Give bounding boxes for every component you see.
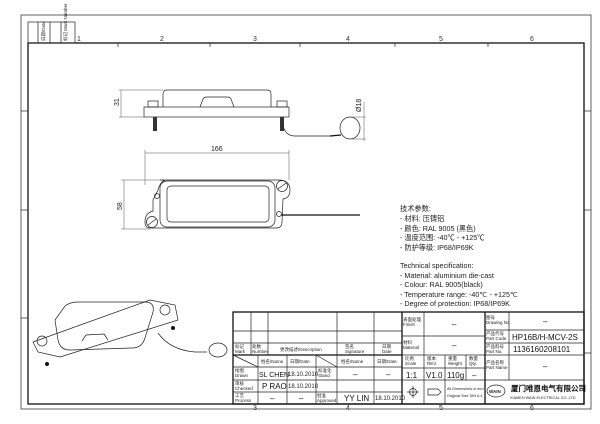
- isometric-view: [32, 299, 228, 366]
- date-header: 日期/Date: [290, 359, 310, 365]
- drawing-no-value: –: [543, 317, 548, 326]
- spec-cn-title: 技术参数:: [400, 204, 431, 213]
- column-number: 3: [253, 36, 257, 43]
- part-name-label: 产品名称 Part Name: [486, 359, 508, 370]
- rev-value: V1.0: [426, 371, 443, 380]
- spec-en-line: - Material: aluminium die-cast: [400, 271, 494, 280]
- stand-date: –: [386, 370, 391, 379]
- spec-en-title: Technical specification:: [400, 261, 474, 270]
- mark-header: 标记 Mark: [235, 343, 246, 354]
- qty-value: –: [472, 371, 477, 380]
- column-number: 1: [77, 36, 81, 43]
- rev-label: 版本 REV.: [427, 355, 437, 366]
- column-number: 4: [346, 36, 350, 43]
- drawn-name: SL CHEN: [259, 372, 289, 379]
- technical-spec-en: Technical specification: - Material: alu…: [400, 261, 518, 308]
- part-code-value: HP16B/H-MCV-2S: [512, 333, 578, 342]
- dimension-height: 31: [114, 98, 121, 106]
- part-no-value: 1136160208101: [513, 345, 571, 354]
- column-number: 4: [346, 405, 350, 412]
- drawn-date: 18.10.2010: [288, 372, 319, 378]
- stand-name: –: [353, 370, 358, 379]
- weight-value: 110g: [447, 371, 464, 380]
- date-header: 日期/Date: [377, 359, 397, 365]
- column-number: 6: [530, 36, 534, 43]
- logo-text: WAIN: [489, 389, 501, 394]
- signature-header: 签名 Signature: [345, 343, 365, 354]
- name-header: 姓名/Name: [261, 358, 284, 365]
- title-block: 标记 Mark 处数 Number 更改描述/Description 签名 Si…: [232, 311, 586, 405]
- column-number: 3: [253, 405, 257, 412]
- drawing-no-label: 图号 Drawing No.: [486, 315, 511, 325]
- corner-revision-strip: 日期/Date 标记 Mark Number: [27, 3, 76, 44]
- projection-symbol-icon: [407, 386, 419, 398]
- technical-spec-cn: 技术参数: - 材料: 压铸铝 - 颜色: RAL 9005 (黑色) - 温度…: [400, 204, 484, 252]
- finish-label: 表面处理 Finish: [403, 316, 422, 327]
- process-date: –: [299, 394, 304, 403]
- scale-label: 比例 Scale: [405, 355, 417, 366]
- spec-en-line: - Degree of protection: IP68/IP69K: [400, 299, 510, 308]
- approved-label: 批准 Approved: [317, 392, 337, 403]
- approved-date: 18.10.2010: [375, 396, 406, 402]
- date-header: 日期 Date: [382, 344, 392, 354]
- spec-en-line: - Temperature range: -40℃ - +125℃: [400, 290, 518, 299]
- spec-cn-line: - 防护等级: IP68/IP69K: [400, 243, 474, 252]
- column-number: 5: [439, 405, 443, 412]
- corner-label: 日期/Date: [41, 21, 47, 41]
- part-no-label: 产品料号 Part No.: [486, 343, 505, 354]
- outer-frame: [20, 14, 592, 410]
- spec-cn-line: - 温度范围: -40℃ - +125℃: [400, 233, 484, 242]
- top-view: 166 58: [117, 146, 360, 230]
- process-name: –: [270, 394, 275, 403]
- drawn-label: 绘图 Drawn: [235, 367, 249, 378]
- cone-projection-icon: [427, 388, 442, 396]
- company-name-cn: 厦门唯恩电气有限公司: [511, 383, 586, 393]
- number-header: 处数 Number: [252, 343, 269, 354]
- company-logo: WAIN: [486, 384, 506, 398]
- material-label: 材料 Material: [403, 339, 419, 350]
- column-number: 6: [530, 405, 534, 412]
- stand-label: 标准化 Stand: [318, 367, 333, 378]
- process-label: 工艺 Process: [235, 393, 252, 403]
- column-markers: 1 2 3 4 5 6 3 4 5 6: [21, 36, 591, 412]
- weight-label: 重量 Weight: [448, 355, 463, 366]
- side-view: 31 Ø18: [114, 89, 366, 141]
- name-header: 姓名/Name: [341, 358, 364, 365]
- company-name-en: XIAMEN WAIN ELECTRICAL CO.,LTD: [510, 396, 576, 400]
- scale-value: 1:1: [406, 371, 418, 380]
- approved-name: YY LIN: [344, 394, 369, 403]
- dimension-loop-diameter: Ø18: [356, 99, 363, 112]
- dimension-length: 166: [211, 146, 223, 153]
- checked-name: P RAO: [262, 382, 287, 391]
- dimensions-note: All Dimensions in mm: [447, 387, 484, 391]
- description-header: 更改描述/Description: [280, 346, 322, 353]
- checked-date: 18.10.2010: [288, 384, 319, 390]
- dimension-width: 58: [117, 202, 124, 210]
- column-number: 5: [439, 36, 443, 43]
- spec-cn-line: - 材料: 压铸铝: [400, 214, 444, 223]
- qty-label: 数量 Qty.: [469, 355, 479, 366]
- material-value: –: [452, 341, 457, 350]
- finish-value: –: [452, 320, 457, 329]
- spec-en-line: - Colour: RAL 9005(black): [400, 280, 483, 289]
- corner-label: 标记 Mark Number: [62, 3, 69, 41]
- original-size-note: Original Size DIN A 4: [447, 394, 482, 398]
- spec-cn-line: - 颜色: RAL 9005 (黑色): [400, 224, 476, 233]
- part-code-label: 产品代号 Part Code: [486, 330, 507, 341]
- checked-label: 审核 Checked: [235, 380, 253, 391]
- part-name-value: –: [543, 362, 548, 371]
- column-number: 2: [160, 36, 164, 43]
